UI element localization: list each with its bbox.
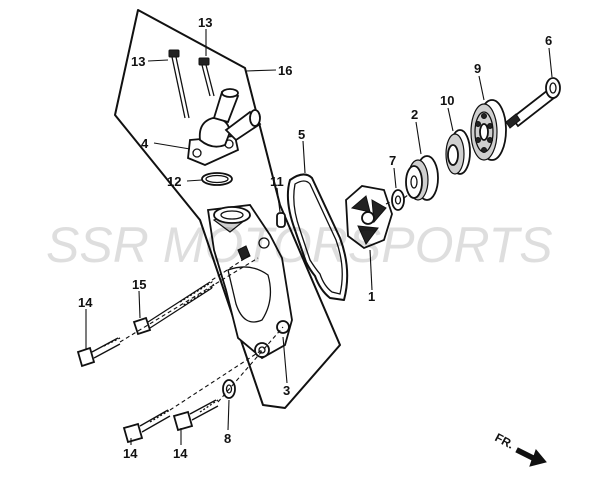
thermostat-housing xyxy=(187,88,262,166)
bolt-15 xyxy=(132,281,215,336)
water-pump-cover xyxy=(206,204,293,360)
impeller xyxy=(345,185,393,250)
bolt-13-right xyxy=(198,57,215,97)
callout-8: 8 xyxy=(224,431,231,446)
callout-14-left: 14 xyxy=(78,295,93,310)
bolt-14-bottom-right xyxy=(172,399,219,432)
mechanical-seal xyxy=(405,155,439,201)
callout-13-top: 13 xyxy=(198,15,212,30)
bearing xyxy=(470,99,507,161)
oil-seal xyxy=(445,129,471,175)
assembly-lines xyxy=(119,194,409,411)
callout-6: 6 xyxy=(545,33,552,48)
callout-16: 16 xyxy=(278,63,292,78)
callout-1: 1 xyxy=(368,289,375,304)
callout-11: 11 xyxy=(270,174,284,189)
bolt-13-left xyxy=(168,49,190,119)
cover-gasket xyxy=(286,173,349,301)
callout-7: 7 xyxy=(389,153,396,168)
callout-14-bottom-right: 14 xyxy=(173,446,188,461)
callout-3: 3 xyxy=(283,383,290,398)
front-direction-marker: FR. xyxy=(493,430,547,467)
svg-text:FR.: FR. xyxy=(493,430,517,451)
callout-15: 15 xyxy=(132,277,146,292)
water-pump-shaft xyxy=(505,77,561,129)
callout-5: 5 xyxy=(298,127,305,142)
washer-7 xyxy=(391,189,405,211)
callout-2: 2 xyxy=(411,107,418,122)
bolt-14-left xyxy=(76,337,121,368)
callout-4: 4 xyxy=(141,136,149,151)
leader-lines xyxy=(85,29,553,445)
bolt-14-bottom-left xyxy=(122,409,171,444)
callout-14-bottom-left: 14 xyxy=(123,446,138,461)
callout-12: 12 xyxy=(167,174,181,189)
callout-10: 10 xyxy=(440,93,454,108)
callout-13-left: 13 xyxy=(131,54,145,69)
watermark: SSR MOTORSPORTS xyxy=(46,217,553,273)
callout-9: 9 xyxy=(474,61,481,76)
front-arrow-icon xyxy=(515,447,547,467)
dowel-pin xyxy=(276,212,286,228)
